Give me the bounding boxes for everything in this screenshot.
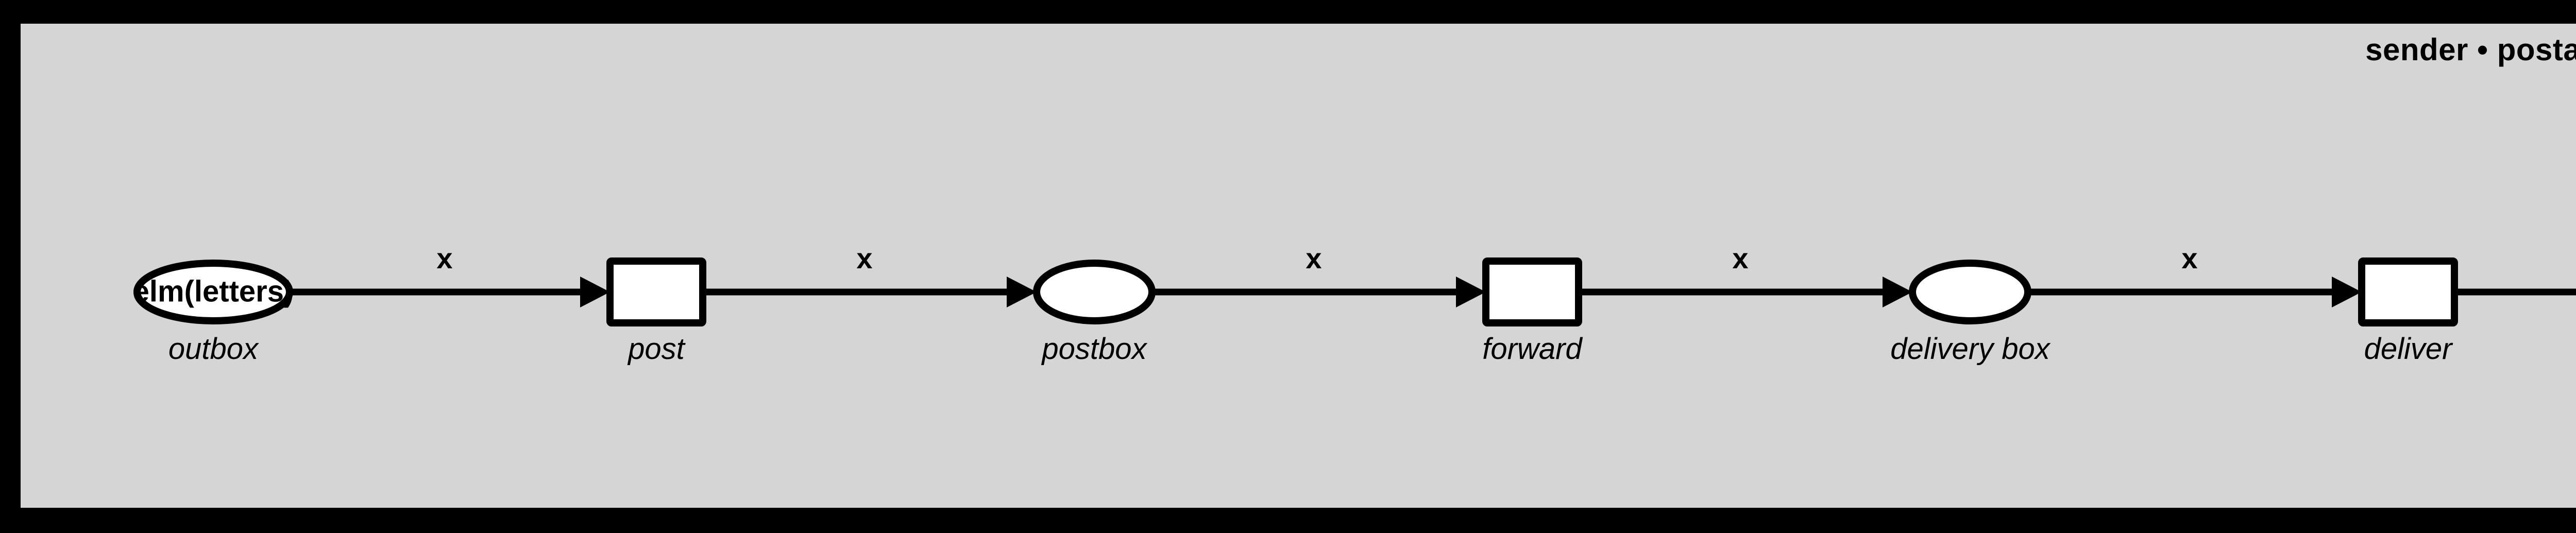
arrow-head-icon (580, 277, 610, 307)
node-label-deliver: deliver (2364, 332, 2454, 366)
arc-outbox-post[interactable]: x (290, 242, 610, 307)
node-outbox[interactable]: elm(letters) outbox (133, 260, 294, 366)
transition-rect[interactable] (1482, 257, 1582, 326)
arc-postbox-forward[interactable]: x (1152, 242, 1486, 307)
arcs-layer: xxxxxx (290, 242, 2576, 307)
arc-label: x (1732, 242, 1748, 274)
petri-net-graph: x x x x x x elm(letters) outbox post postbox forw… (133, 242, 2576, 366)
node-postbox[interactable]: postbox (1033, 260, 1156, 366)
node-deliver[interactable]: deliver (2358, 257, 2458, 366)
transition-rect[interactable] (2358, 257, 2458, 326)
arc-delivery-box-deliver[interactable]: x (2028, 242, 2362, 307)
arc-label: x (856, 242, 872, 274)
node-label-outbox: outbox (168, 332, 259, 366)
arrow-head-icon (1883, 277, 1912, 307)
node-delivery-box[interactable]: delivery box (1890, 260, 2051, 366)
arc-label: x (436, 242, 452, 274)
arc-label: x (2181, 242, 2197, 274)
arc-forward-delivery-box[interactable]: x (1579, 242, 1912, 307)
node-label-post: post (627, 332, 686, 366)
arc-label: x (1306, 242, 1321, 274)
transition-rect[interactable] (606, 257, 706, 326)
arc-deliver-inbox[interactable]: x (2454, 242, 2576, 307)
node-post[interactable]: post (606, 257, 706, 366)
place-ellipse[interactable] (1909, 260, 2031, 324)
arc-post-postbox[interactable]: x (703, 242, 1037, 307)
token-marking-text: elm(letters) (133, 274, 294, 308)
arrow-head-icon (1007, 277, 1037, 307)
diagram-surface: sender • postal service • receiver xxxxx… (21, 24, 2576, 508)
place-ellipse[interactable] (133, 260, 293, 324)
node-label-delivery-box: delivery box (1890, 332, 2050, 366)
node-label-forward: forward (1482, 332, 1583, 366)
node-forward[interactable]: forward (1482, 257, 1583, 366)
arrow-head-icon (1456, 277, 1486, 307)
diagram-title: sender • postal service • receiver (2365, 32, 2576, 67)
arrow-head-icon (2332, 277, 2362, 307)
nodes-layer: elm(letters) outbox post postbox forward deli… (133, 257, 2458, 366)
place-ellipse[interactable] (1033, 260, 1156, 324)
node-label-postbox: postbox (1041, 332, 1147, 366)
